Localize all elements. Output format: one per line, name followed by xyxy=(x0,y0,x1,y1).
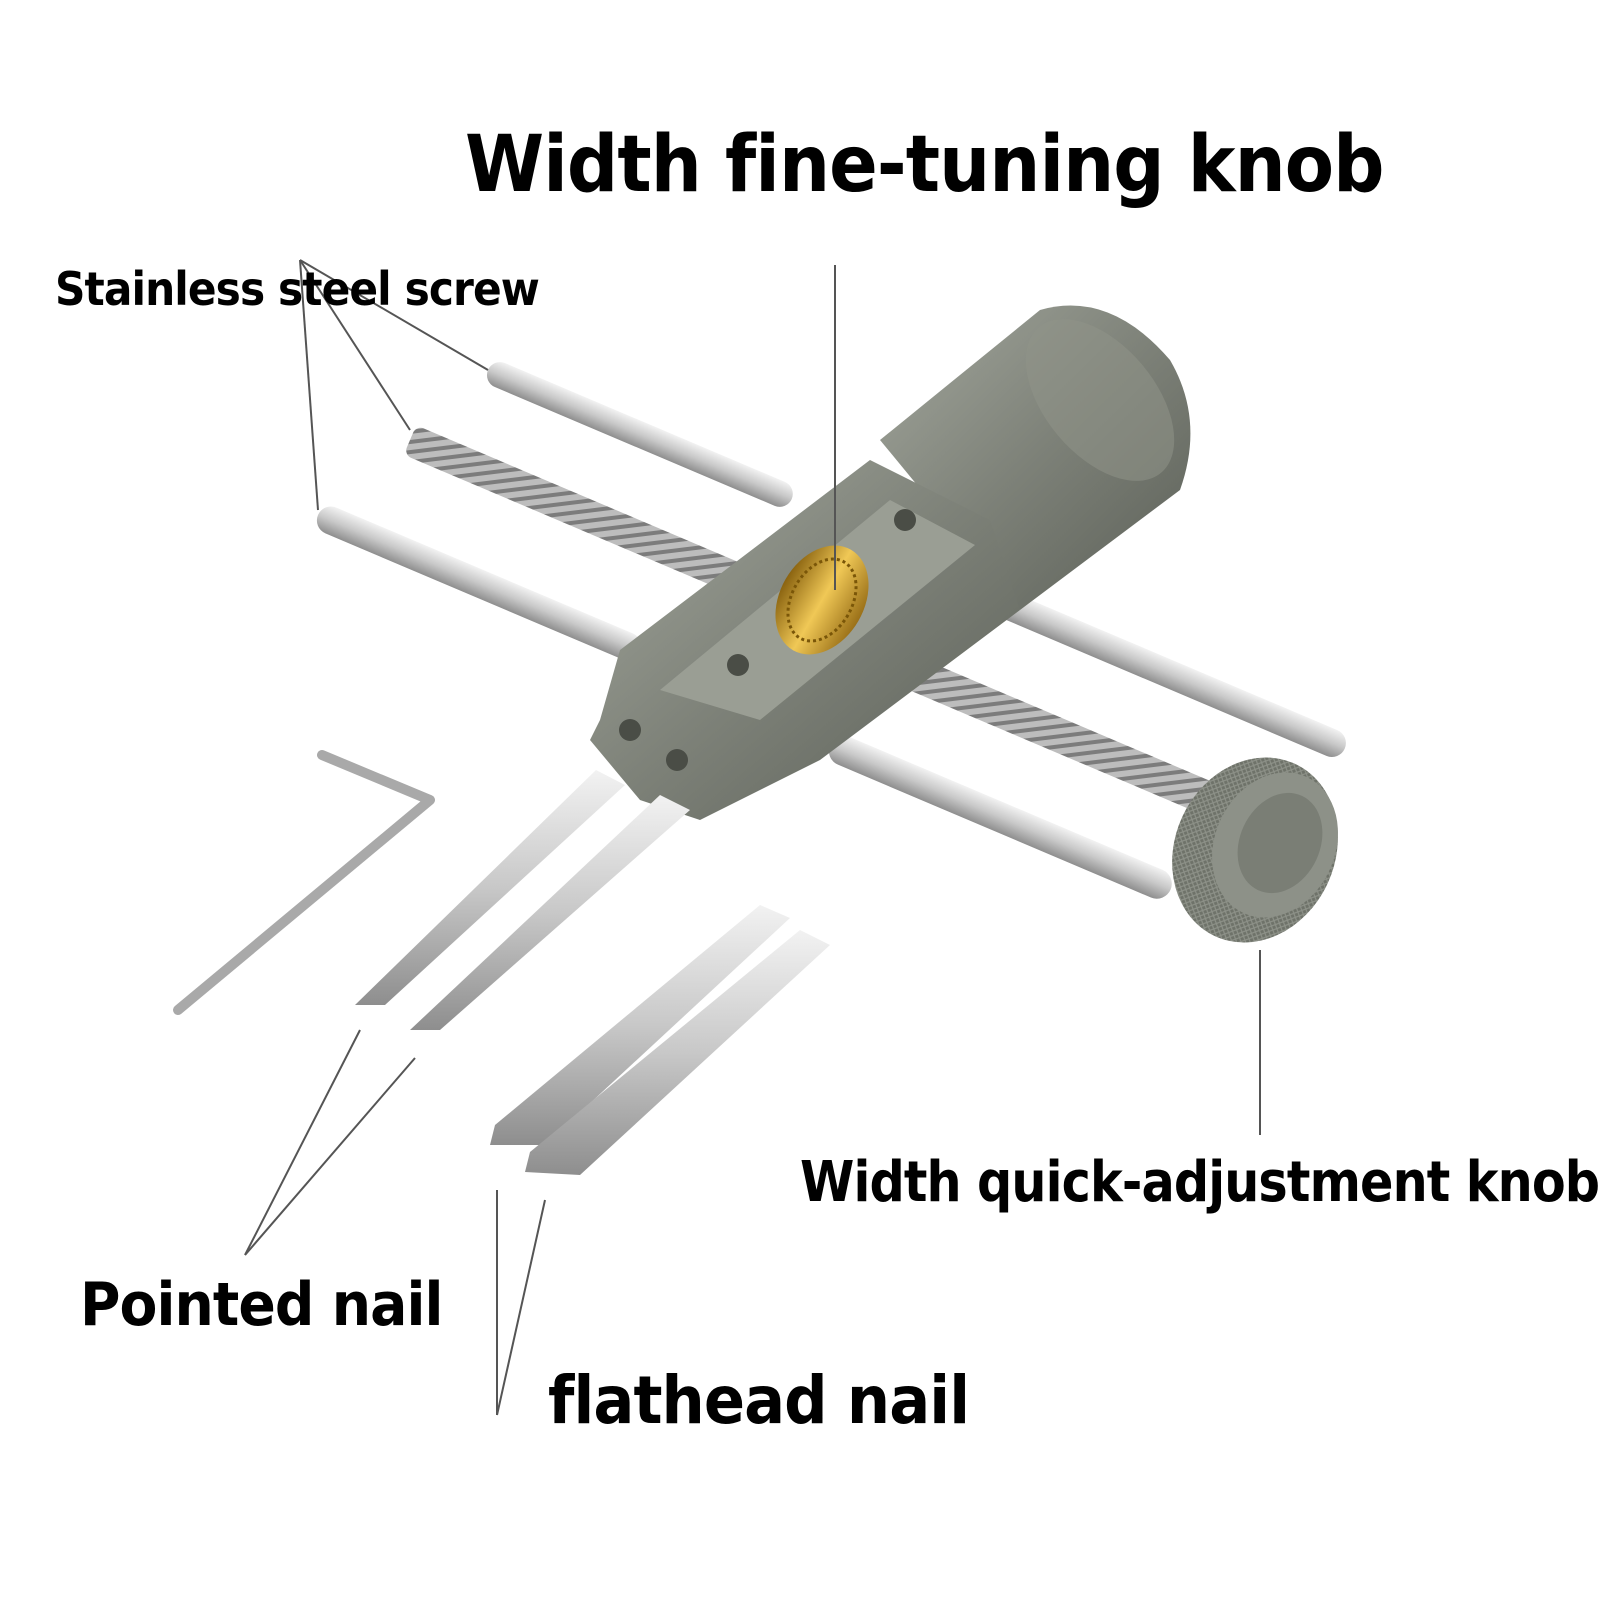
right-lower-rod xyxy=(828,735,1172,899)
quick-adjust-knob xyxy=(1172,757,1338,943)
upper-rod xyxy=(486,362,793,507)
leader-lines xyxy=(244,259,1261,1416)
right-threaded-screw xyxy=(905,658,1218,815)
fine-tuning-knob-label: Width fine-tuning knob xyxy=(465,120,1385,210)
right-upper-rod xyxy=(993,591,1346,758)
hex-key xyxy=(173,750,435,1015)
flathead-nail-label: flathead nail xyxy=(548,1362,970,1439)
brass-fine-tuning-wheel xyxy=(775,545,869,655)
lower-left-rod xyxy=(316,506,642,661)
pointed-nail-label: Pointed nail xyxy=(80,1270,443,1340)
loose-flathead-nail-1 xyxy=(490,905,790,1145)
left-threaded-screw xyxy=(406,427,773,605)
mounted-pointed-nail-left xyxy=(355,770,625,1005)
quick-adjust-knob-label: Width quick-adjustment knob xyxy=(800,1150,1600,1215)
stainless-screw-label: Stainless steel screw xyxy=(55,262,540,316)
loose-flathead-nail-2 xyxy=(525,930,830,1175)
mounted-pointed-nail-right xyxy=(410,795,690,1030)
